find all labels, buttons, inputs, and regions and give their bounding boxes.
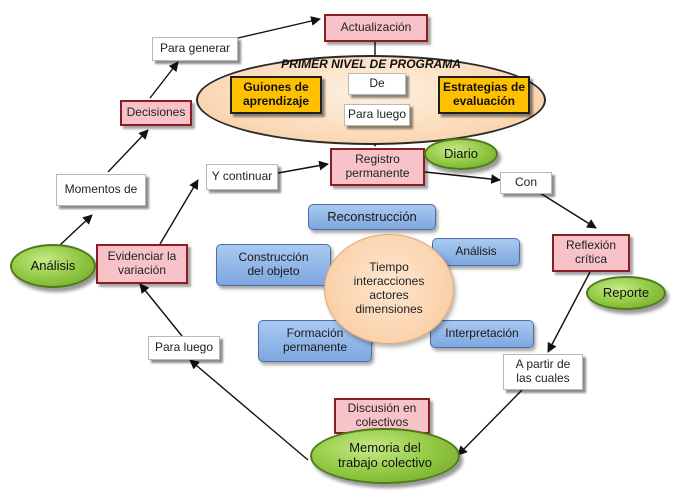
reporte-ellipse: Reporte <box>586 276 666 310</box>
program-title: PRIMER NIVEL DE PROGRAMA <box>281 57 461 71</box>
guiones-box: Guiones de aprendizaje <box>230 76 322 114</box>
analisis-ellipse: Análisis <box>10 244 96 288</box>
arrow-memoria-to-paraluego <box>189 359 309 461</box>
arrow-momentos-to-decisiones <box>107 129 149 173</box>
arrow-paragenerar-to-actualizacion <box>237 16 321 39</box>
memoria-ellipse: Memoria del trabajo colectivo <box>310 428 460 484</box>
arrow-paraluego-to-evidenciar <box>139 283 183 337</box>
a-partir-label: A partir de las cuales <box>503 354 583 390</box>
arrow-evidenciar-to-ycontinuar <box>159 179 199 245</box>
arrow-registro-to-con <box>424 171 501 184</box>
reflexion-box: Reflexión crítica <box>552 234 630 272</box>
y-continuar-label: Y continuar <box>206 164 278 190</box>
momentos-de-label: Momentos de <box>56 174 146 206</box>
de-label: De <box>348 73 406 95</box>
arrow-ycontinuar-to-registro <box>277 160 329 174</box>
para-luego-left-label: Para luego <box>148 336 220 360</box>
evidenciar-box: Evidenciar la variación <box>96 244 188 284</box>
diario-ellipse: Diario <box>424 138 498 170</box>
actualizacion-box: Actualización <box>324 14 428 42</box>
con-label: Con <box>500 172 552 194</box>
arrow-decisiones-to-paragenerar <box>149 61 179 99</box>
reconstruccion-box: Reconstrucción <box>308 204 436 230</box>
center-ellipse: Tiempo interacciones actores dimensiones <box>324 234 454 344</box>
estrategias-box: Estrategias de evaluación <box>438 76 530 114</box>
registro-box: Registro permanente <box>330 148 425 186</box>
para-luego-top-label: Para luego <box>344 104 410 126</box>
decisiones-box: Decisiones <box>120 100 192 126</box>
arrow-analisis-to-momentos <box>59 214 93 246</box>
para-generar-label: Para generar <box>152 37 238 61</box>
arrow-apartir-to-memoria <box>457 389 523 456</box>
arrow-con-to-reflexion <box>539 192 597 229</box>
arrow-reflexion-to-apartir <box>547 271 591 353</box>
analisis-box: Análisis <box>432 238 520 266</box>
interpretacion-box: Interpretación <box>430 320 534 348</box>
construccion-box: Construcción del objeto <box>216 244 331 286</box>
